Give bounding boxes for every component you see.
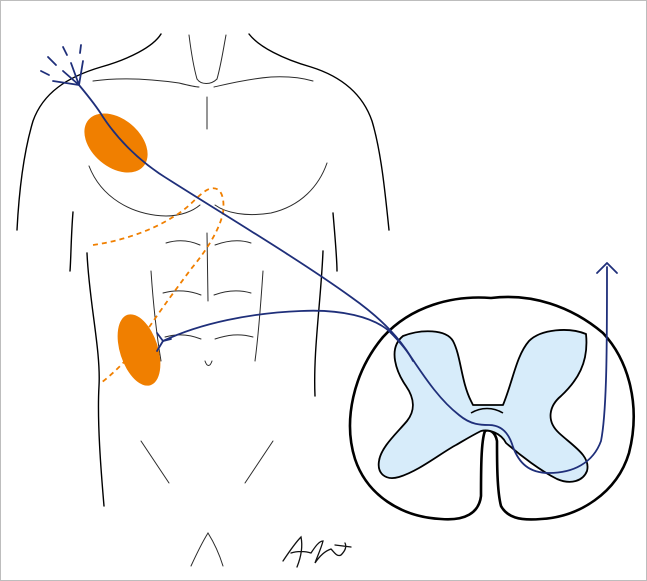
torso-right-outline [249, 34, 389, 230]
left-arm-inner [70, 212, 73, 271]
right-pectoral [215, 163, 327, 215]
spinal-cord-section [350, 297, 634, 520]
inguinal-right [245, 441, 273, 483]
left-pectoral [89, 166, 200, 216]
neck-notch [197, 79, 217, 84]
upper-organ-marker [73, 101, 159, 184]
receptor-endings-outer [41, 45, 81, 75]
groin [191, 533, 223, 566]
abs-side-right [255, 271, 263, 361]
abs-row-1-right [215, 241, 251, 245]
left-flank [87, 253, 104, 506]
left-clavicle [93, 79, 199, 87]
right-arm-inner [333, 213, 337, 271]
right-clavicle [214, 77, 313, 87]
abs-row-1-left [166, 241, 200, 245]
inguinal-left [141, 441, 169, 483]
abs-row-3-right [215, 335, 253, 339]
visceral-receptor-tip [163, 339, 171, 341]
artist-signature [283, 537, 351, 567]
neck-right [217, 35, 226, 79]
neck-left [189, 35, 197, 79]
navel [205, 361, 212, 366]
torso-figure [17, 34, 389, 566]
abs-row-2-right [214, 291, 251, 295]
linea-alba [207, 233, 208, 301]
abs-row-2-left [163, 291, 201, 295]
